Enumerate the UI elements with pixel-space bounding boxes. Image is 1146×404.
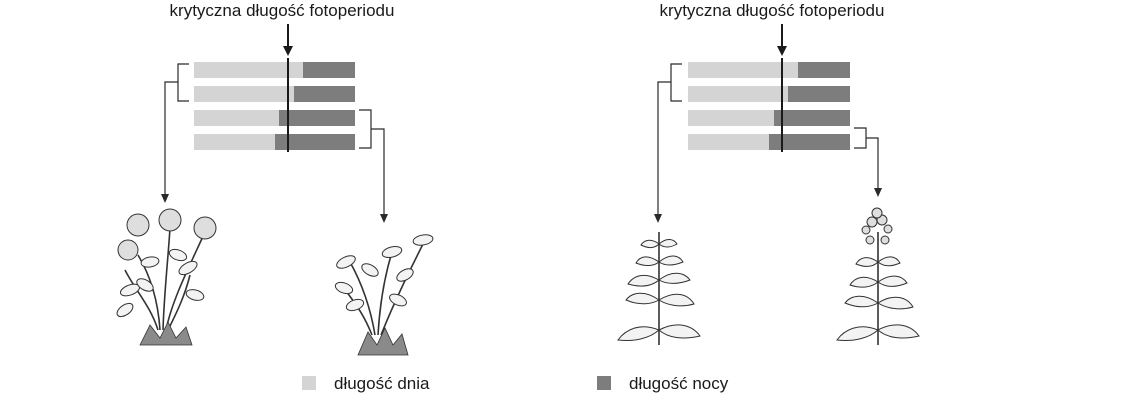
left-critical-arrowhead [283, 46, 293, 56]
day-segment [194, 110, 279, 126]
day-segment [688, 110, 774, 126]
right-bars [688, 62, 850, 150]
right-arrowhead-bottom [874, 188, 882, 197]
left-arrowhead-bottom [380, 214, 388, 223]
legend-night-swatch [597, 376, 611, 390]
night-segment [788, 86, 850, 102]
right-critical-label: krytyczna długość fotoperiodu [660, 1, 885, 20]
clover-vegetative-icon [334, 234, 434, 356]
legend-night-label: długość nocy [629, 374, 729, 393]
right-bracket-top [670, 63, 682, 102]
herb-flowering-icon [836, 207, 920, 345]
night-segment [769, 134, 850, 150]
legend-day-label: długość dnia [334, 374, 430, 393]
right-connector-bottom [866, 137, 879, 190]
day-segment [688, 134, 769, 150]
clover-flowering-icon [116, 208, 217, 346]
herb-vegetative-icon [617, 232, 701, 345]
day-segment [688, 86, 788, 102]
night-segment [303, 62, 355, 78]
right-connector-top [657, 81, 671, 216]
left-connector-bottom [371, 128, 385, 216]
day-segment [194, 134, 275, 150]
left-critical-label: krytyczna długość fotoperiodu [170, 1, 395, 20]
left-bars [194, 62, 355, 150]
day-segment [688, 62, 798, 78]
legend-day-swatch [302, 376, 316, 390]
right-panel: krytyczna długość fotoperiodu [617, 1, 920, 345]
right-arrowhead-top [654, 214, 662, 223]
left-panel: krytyczna długość fotoperiodu [116, 1, 434, 356]
night-segment [774, 110, 850, 126]
night-segment [798, 62, 850, 78]
night-segment [275, 134, 355, 150]
left-connector-top [164, 81, 178, 196]
left-bracket-top [177, 63, 189, 102]
right-bracket-bottom [854, 127, 867, 149]
right-critical-arrowhead [777, 46, 787, 56]
night-segment [294, 86, 355, 102]
left-bracket-bottom [359, 109, 372, 149]
day-segment [194, 86, 294, 102]
night-segment [279, 110, 355, 126]
left-arrowhead-top [161, 194, 169, 203]
legend: długość dnia długość nocy [302, 374, 729, 393]
day-segment [194, 62, 303, 78]
